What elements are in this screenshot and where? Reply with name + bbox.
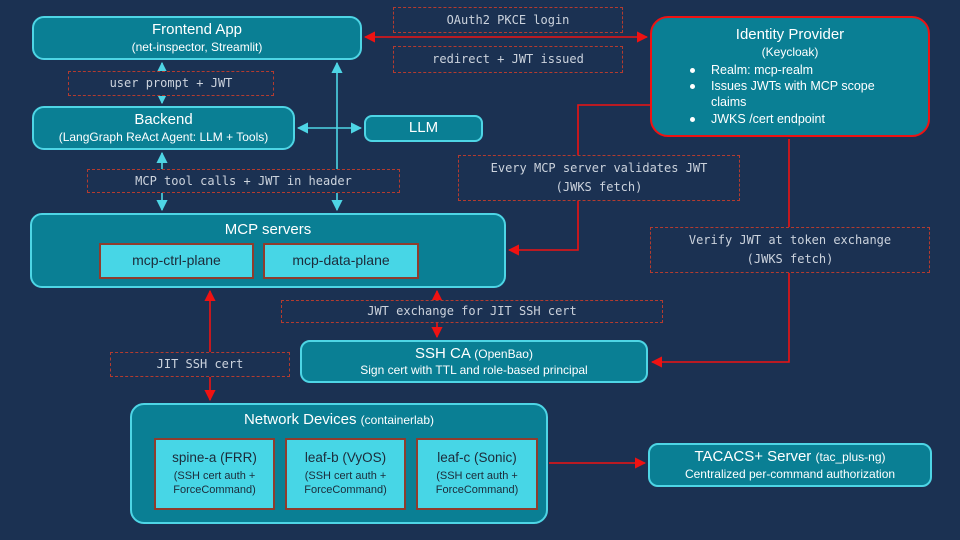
device-spine-a-node: spine-a (FRR) (SSH cert auth + ForceComm… xyxy=(154,438,275,510)
bullet-icon xyxy=(690,67,695,73)
ssh-ca-node: SSH CA (OpenBao) Sign cert with TTL and … xyxy=(300,340,648,383)
backend-title: Backend xyxy=(134,111,193,129)
bullet-icon xyxy=(690,116,695,122)
network-devices-title-paren: (containerlab) xyxy=(360,413,435,427)
tacacs-subtitle: Centralized per-command authorization xyxy=(684,466,896,481)
idp-subtitle: (Keycloak) xyxy=(761,44,819,59)
device-leaf-c-node: leaf-c (Sonic) (SSH cert auth + ForceCom… xyxy=(416,438,538,510)
tacacs-server-node: TACACS+ Server (tac_plus-ng) Centralized… xyxy=(648,443,932,487)
device-leaf-b-detail: (SSH cert auth + ForceCommand) xyxy=(304,470,387,497)
ssh-ca-title-text: SSH CA xyxy=(415,344,471,362)
mcp-ctrl-plane-node: mcp-ctrl-plane xyxy=(99,243,254,279)
label-validates-jwt: Every MCP server validates JWT (JWKS fet… xyxy=(458,155,740,201)
frontend-app-title: Frontend App xyxy=(151,21,243,39)
idp-bullet-jwts: Issues JWTs with MCP scope claims xyxy=(662,78,918,111)
ssh-ca-subtitle: Sign cert with TTL and role-based princi… xyxy=(360,363,588,378)
edge-idp-sshca xyxy=(650,139,790,368)
backend-subtitle: (LangGraph ReAct Agent: LLM + Tools) xyxy=(58,129,269,144)
label-redirect-jwt-issued: redirect + JWT issued xyxy=(393,46,623,73)
network-devices-node: Network Devices (containerlab) spine-a (… xyxy=(130,403,548,524)
device-leaf-b-node: leaf-b (VyOS) (SSH cert auth + ForceComm… xyxy=(285,438,406,510)
llm-node: LLM xyxy=(364,115,483,142)
idp-bullet-jwks-text: JWKS /cert endpoint xyxy=(711,111,825,126)
network-devices-title: Network Devices (containerlab) xyxy=(244,411,434,430)
frontend-app-node: Frontend App (net-inspector, Streamlit) xyxy=(32,16,362,60)
backend-node: Backend (LangGraph ReAct Agent: LLM + To… xyxy=(32,106,295,150)
ssh-ca-title: SSH CA (OpenBao) xyxy=(415,345,533,364)
mcp-servers-node: MCP servers mcp-ctrl-plane mcp-data-plan… xyxy=(30,213,506,288)
label-oauth-pkce-login: OAuth2 PKCE login xyxy=(393,7,623,33)
idp-bullet-realm-text: Realm: mcp-realm xyxy=(711,62,814,77)
frontend-app-subtitle: (net-inspector, Streamlit) xyxy=(131,39,263,54)
device-leaf-b-name: leaf-b (VyOS) xyxy=(304,450,387,466)
label-verify-jwt: Verify JWT at token exchange (JWKS fetch… xyxy=(650,227,930,273)
tacacs-title-text: TACACS+ Server xyxy=(694,448,812,466)
device-spine-a-detail: (SSH cert auth + ForceCommand) xyxy=(173,470,256,497)
bullet-icon xyxy=(690,84,695,89)
ssh-ca-title-paren: (OpenBao) xyxy=(474,346,533,361)
tacacs-title-paren: (tac_plus-ng) xyxy=(815,450,886,465)
device-leaf-c-detail: (SSH cert auth + ForceCommand) xyxy=(435,470,519,497)
device-spine-a-name: spine-a (FRR) xyxy=(172,450,257,466)
mcp-data-plane-label: mcp-data-plane xyxy=(292,252,390,269)
mcp-data-plane-node: mcp-data-plane xyxy=(263,243,419,279)
device-leaf-c-name: leaf-c (Sonic) xyxy=(437,450,517,466)
label-user-prompt-jwt: user prompt + JWT xyxy=(68,71,274,96)
mcp-ctrl-plane-label: mcp-ctrl-plane xyxy=(132,252,221,269)
network-devices-title-text: Network Devices xyxy=(243,411,357,428)
idp-bullet-jwks: JWKS /cert endpoint xyxy=(662,111,918,127)
tacacs-title: TACACS+ Server (tac_plus-ng) xyxy=(694,448,885,467)
label-mcp-tool-calls: MCP tool calls + JWT in header xyxy=(87,169,400,193)
idp-bullet-jwts-text: Issues JWTs with MCP scope claims xyxy=(711,79,875,110)
llm-title: LLM xyxy=(408,119,439,137)
idp-title: Identity Provider xyxy=(735,26,845,43)
label-jit-ssh-cert: JIT SSH cert xyxy=(110,352,290,377)
idp-bullet-realm: Realm: mcp-realm xyxy=(662,62,918,78)
label-jwt-exchange: JWT exchange for JIT SSH cert xyxy=(281,300,663,323)
mcp-servers-title: MCP servers xyxy=(224,221,312,238)
identity-provider-node: Identity Provider (Keycloak) Realm: mcp-… xyxy=(650,16,930,137)
